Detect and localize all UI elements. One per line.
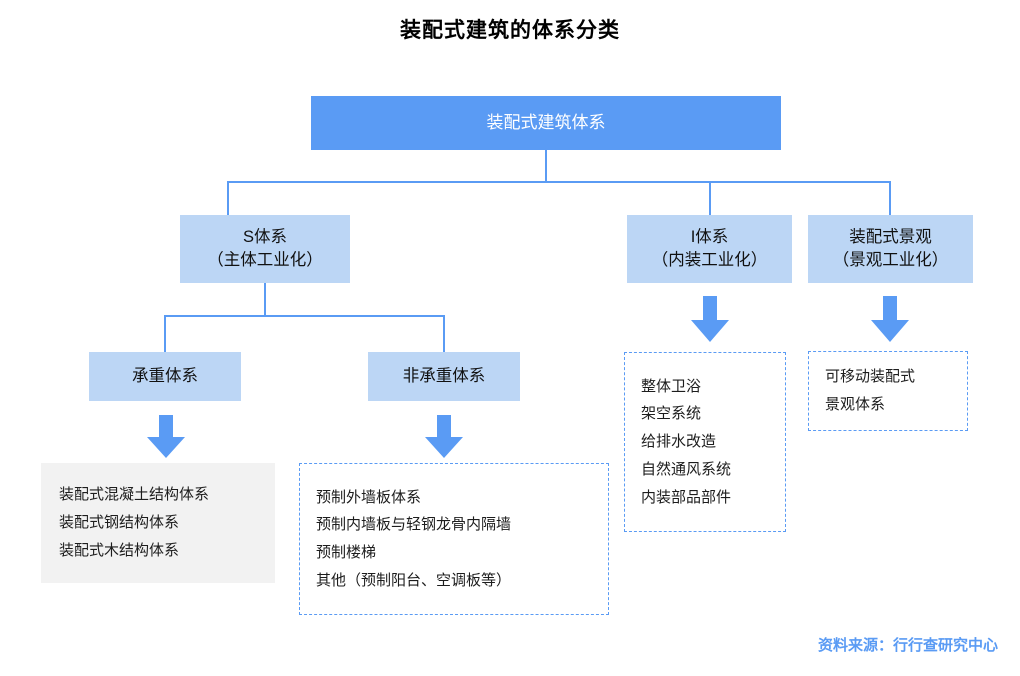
arrow-down-non-load-bearing — [424, 415, 464, 459]
source-note: 资料来源：行行查研究中心 — [817, 637, 998, 654]
connector-root-stem — [545, 150, 547, 182]
node-load-bearing-label: 承重体系 — [132, 367, 198, 386]
node-s-system-line1: S体系 — [242, 228, 287, 247]
page-title: 装配式建筑的体系分类 — [400, 19, 620, 42]
connector-s-stem — [264, 283, 266, 316]
node-landscape-system-line2: （景观工业化） — [832, 251, 949, 269]
leafbox-load-bearing: 装配式混凝土结构体系 装配式钢结构体系 装配式木结构体系 — [41, 463, 275, 583]
connector-drop-load-bearing — [164, 315, 166, 353]
connector-drop-i — [709, 181, 711, 215]
leafbox-non-load-bearing: 预制外墙板体系 预制内墙板与轻钢龙骨内隔墙 预制楼梯 其他（预制阳台、空调板等） — [299, 463, 609, 615]
node-load-bearing: 承重体系 — [89, 352, 241, 401]
arrow-down-interior — [690, 296, 730, 343]
leaf-item: 其他（预制阳台、空调板等） — [316, 571, 512, 589]
leaf-item: 架空系统 — [641, 405, 702, 423]
leaf-item: 预制楼梯 — [316, 544, 377, 561]
connector-top-bus — [228, 181, 891, 183]
node-non-load-bearing-label: 非承重体系 — [402, 367, 486, 386]
leaf-item: 装配式木结构体系 — [59, 541, 180, 559]
leaf-item: 装配式钢结构体系 — [59, 514, 180, 532]
node-s-system-line2: （主体工业化） — [207, 251, 323, 269]
connector-drop-non-load-bearing — [443, 315, 445, 353]
connector-drop-landscape — [889, 181, 891, 215]
node-landscape-system-line1: 装配式景观 — [849, 228, 932, 247]
leafbox-interior: 整体卫浴 架空系统 给排水改造 自然通风系统 内装部品部件 — [624, 352, 786, 532]
arrow-down-load-bearing — [146, 415, 186, 459]
leaf-item: 装配式混凝土结构体系 — [59, 486, 210, 504]
leaf-item: 预制外墙板体系 — [316, 488, 422, 506]
leaf-item: 自然通风系统 — [641, 460, 732, 478]
leaf-item: 内装部品部件 — [641, 488, 732, 506]
arrow-down-landscape — [870, 296, 910, 343]
node-landscape-system: 装配式景观 （景观工业化） — [808, 215, 973, 283]
node-i-system-line2: （内装工业化） — [651, 251, 768, 269]
leaf-item: 整体卫浴 — [641, 377, 702, 395]
leaf-item: 给排水改造 — [641, 433, 717, 451]
node-root-label: 装配式建筑体系 — [486, 113, 606, 133]
leaf-item: 景观体系 — [825, 396, 886, 413]
node-root: 装配式建筑体系 — [311, 96, 781, 150]
node-non-load-bearing: 非承重体系 — [368, 352, 520, 401]
connector-s-bus — [165, 315, 445, 317]
node-i-system: I体系 （内装工业化） — [627, 215, 792, 283]
leafbox-landscape: 可移动装配式 景观体系 — [808, 351, 968, 431]
node-i-system-line1: I体系 — [690, 228, 729, 247]
connector-drop-s — [227, 181, 229, 215]
node-s-system: S体系 （主体工业化） — [180, 215, 350, 283]
leaf-item: 预制内墙板与轻钢龙骨内隔墙 — [316, 516, 512, 534]
leaf-item: 可移动装配式 — [825, 368, 916, 386]
